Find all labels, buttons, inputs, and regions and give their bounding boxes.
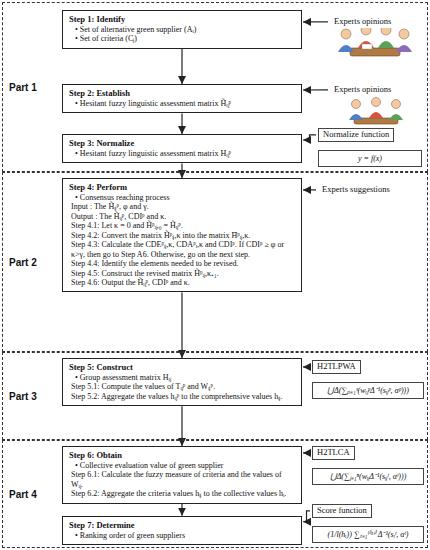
person-body — [349, 114, 363, 120]
person-body — [396, 45, 412, 52]
formula-text: y = f(x) — [318, 150, 422, 167]
step-detail: Step 6.2: Aggregate the criteria values … — [69, 489, 295, 498]
person-body — [369, 112, 383, 118]
callout-label: Normalize function — [318, 128, 394, 142]
step-detail: Step 4.5: Construct the revised matrix H… — [69, 269, 295, 278]
part-label: Part 4 — [9, 489, 37, 500]
flow-arrow — [303, 135, 316, 140]
step-detail: Step 5.1: Compute the values of Tᵢⱼᵖ and… — [69, 382, 295, 391]
experts-meeting-icon — [349, 98, 403, 125]
process-box: Step 6: Obtain• Collective evaluation va… — [62, 446, 302, 504]
callout-box: Experts suggestions — [318, 184, 422, 196]
person-body — [389, 114, 403, 120]
formula-text: ⋃Δ(∑ₚ₌₁ˢ(wᵢⱼᵖΔ⁻¹(sᵢⱼᵖ, αᵖ))) — [312, 382, 424, 399]
callout-label: Experts opinions — [330, 16, 395, 28]
formula-text: (1/l(hᵢ)) ∑ₜ₌₁ˡ⁽ʰⁱ⁾ Δ⁻¹(sᵢᵗ, αᵗ) — [312, 526, 424, 543]
flow-arrow — [303, 21, 328, 22]
callout-box: Normalize function y = f(x) — [318, 128, 422, 167]
paper-sheet — [362, 44, 372, 49]
step-heading: Step 3: Normalize — [69, 138, 295, 148]
callout-box: H2TLCA ⋃Δ(∑ⱼ₌₁ⁿ(wᵢⱼΔ⁻¹(sᵢⱼᵗ, αᵗ))) — [312, 446, 424, 485]
step-detail: Step 6.1: Calculate the fuzzy measure of… — [69, 470, 295, 489]
table-shape — [350, 48, 400, 56]
step-heading: Step 4: Perform — [69, 182, 295, 192]
part-region: Part 4 Step 6: Obtain• Collective evaluat… — [2, 440, 428, 548]
step-bullet: • Hesitant fuzzy linguistic assessment m… — [69, 99, 295, 108]
step-detail: Step 4.4: Identify the elements needed t… — [69, 259, 295, 268]
step-heading: Step 5: Construct — [69, 362, 295, 372]
part-region: Part 3 Step 5: Construct• Group assessmen… — [2, 352, 428, 440]
step-heading: Step 7: Determine — [69, 520, 295, 530]
person-body — [378, 41, 394, 48]
person-head — [372, 98, 381, 107]
person-head — [399, 29, 409, 39]
callout-label: Experts opinions — [330, 84, 395, 96]
person-body — [338, 45, 354, 52]
flow-arrow — [181, 49, 182, 84]
step-heading: Step 6: Obtain — [69, 450, 295, 460]
flow-arrow — [181, 292, 182, 358]
step-bullet: • Group assessment matrix Hᵢⱼ — [69, 373, 295, 382]
step-detail: Step 4.3: Calculate the CDEᵖᵢⱼ,κ, CDAᵖᵢ,… — [69, 240, 295, 259]
flow-arrow — [181, 504, 182, 516]
process-box: Step 3: Normalize• Hesitant fuzzy lingui… — [62, 134, 302, 163]
part-label: Part 2 — [9, 257, 37, 268]
step-bullet: • Collective evaluation value of green s… — [69, 461, 295, 470]
process-box: Step 7: Determine• Ranking order of gree… — [62, 516, 302, 545]
callout-box: H2TLPWA ⋃Δ(∑ₚ₌₁ˢ(wᵢⱼᵖΔ⁻¹(sᵢⱼᵖ, αᵖ))) — [312, 360, 424, 399]
part-label: Part 1 — [9, 82, 37, 93]
step-detail: Step 4.6: Output the H̃ᵢⱼᵖ, CDIᵖ and κ. — [69, 278, 295, 287]
process-box: Step 1: Identify• Set of alternative gre… — [62, 10, 302, 49]
part-region: Part 1 Step 1: Identify• Set of alternati… — [2, 2, 428, 172]
callout-label: H2TLPWA — [312, 360, 361, 374]
callout-label: Score function — [312, 504, 372, 518]
callout-label: Experts suggestions — [318, 184, 394, 196]
step-detail: Input : The H̃ᵢⱼᵖ, φ and γ. — [69, 202, 295, 211]
flow-arrow — [181, 163, 182, 178]
flow-arrow — [303, 452, 310, 453]
callout-box: Score function (1/l(hᵢ)) ∑ₜ₌₁ˡ⁽ʰⁱ⁾ Δ⁻¹(sᵢ… — [312, 504, 424, 543]
step-detail: Output : The H̃ᵢⱼᵖ, CDIᵖ and κ. — [69, 212, 295, 221]
step-detail: Step 4.1: Let κ = 0 and H̃ᵖᵢⱼ,₀ = H̃ᵢⱼᵖ. — [69, 221, 295, 230]
person-head — [341, 29, 351, 39]
process-box: Step 2: Establish• Hesitant fuzzy lingui… — [62, 84, 302, 113]
step-bullet: • Hesitant fuzzy linguistic assessment m… — [69, 149, 295, 158]
callout-box: Experts opinions — [330, 84, 424, 96]
part-label: Part 3 — [9, 391, 37, 402]
step-detail: Step 5.2: Aggregate the values hᵢⱼᵖ to t… — [69, 392, 295, 401]
flow-arrow — [303, 511, 310, 522]
person-head — [352, 100, 361, 109]
step-bullet: • Consensus reaching process — [69, 193, 295, 202]
step-bullet: • Set of criteria (Cⱼ) — [69, 34, 295, 43]
flow-arrow — [181, 113, 182, 134]
person-body — [358, 41, 374, 48]
flow-arrow — [303, 189, 316, 190]
experts-meeting-icon — [338, 25, 412, 56]
callout-box: Experts opinions — [330, 16, 424, 28]
step-bullet: • Set of alternative green supplier (Aᵢ) — [69, 25, 295, 34]
person-head — [392, 100, 401, 109]
step-bullet: • Ranking order of green suppliers — [69, 531, 295, 540]
formula-text: ⋃Δ(∑ⱼ₌₁ⁿ(wᵢⱼΔ⁻¹(sᵢⱼᵗ, αᵗ))) — [312, 468, 424, 485]
process-box: Step 4: Perform• Consensus reaching proc… — [62, 178, 302, 292]
step-heading: Step 2: Establish — [69, 88, 295, 98]
step-detail: Step 4.2: Convert the matrix H̃ᵖᵢⱼ,κ int… — [69, 231, 295, 240]
flow-arrow — [303, 89, 328, 90]
process-box: Step 5: Construct• Group assessment matr… — [62, 358, 302, 406]
step-heading: Step 1: Identify — [69, 14, 295, 24]
part-region: Part 2 Step 4: Perform• Consensus reachin… — [2, 172, 428, 352]
flow-arrow — [303, 366, 310, 367]
callout-label: H2TLCA — [312, 446, 355, 460]
